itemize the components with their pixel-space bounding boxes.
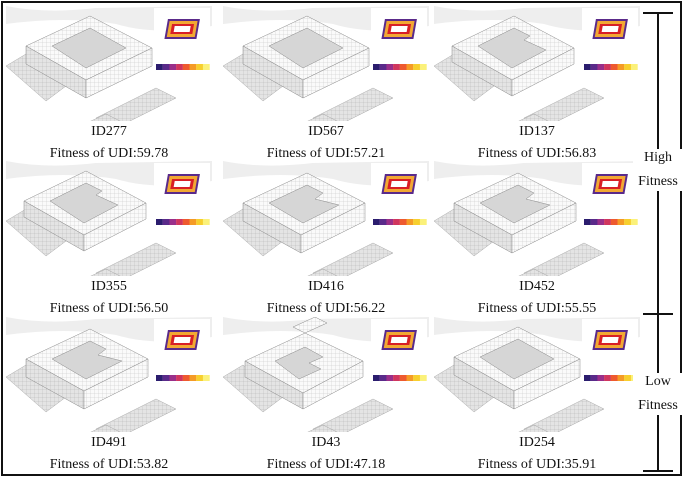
design-id-label: ID416 bbox=[308, 279, 344, 294]
low-fitness-label: Low Fitness bbox=[633, 373, 683, 415]
massing-render bbox=[223, 317, 429, 432]
massing-render bbox=[6, 317, 212, 432]
design-id-label: ID567 bbox=[308, 124, 344, 139]
udi-fitness-label: Fitness of UDI:53.82 bbox=[49, 457, 169, 472]
design-id-label: ID452 bbox=[519, 279, 555, 294]
massing-render bbox=[434, 6, 640, 121]
design-id-label: ID137 bbox=[519, 124, 555, 139]
low-label-line1: Low bbox=[645, 374, 671, 389]
design-id-label: ID355 bbox=[91, 279, 127, 294]
massing-render bbox=[434, 161, 640, 276]
udi-fitness-label: Fitness of UDI:56.50 bbox=[49, 301, 169, 316]
design-id-label: ID43 bbox=[311, 435, 341, 450]
udi-fitness-label: Fitness of UDI:55.55 bbox=[477, 301, 597, 316]
massing-render bbox=[6, 161, 212, 276]
udi-fitness-label: Fitness of UDI:59.78 bbox=[49, 146, 169, 161]
high-label-line2: Fitness bbox=[638, 174, 678, 189]
high-fitness-label: High Fitness bbox=[633, 149, 683, 191]
fitness-scale: High Fitness Low Fitness bbox=[633, 11, 683, 473]
high-label-line1: High bbox=[644, 150, 672, 165]
udi-fitness-label: Fitness of UDI:47.18 bbox=[266, 457, 386, 472]
udi-fitness-label: Fitness of UDI:57.21 bbox=[266, 146, 386, 161]
design-id-label: ID254 bbox=[519, 435, 555, 450]
udi-fitness-label: Fitness of UDI:56.83 bbox=[477, 146, 597, 161]
udi-fitness-label: Fitness of UDI:56.22 bbox=[266, 301, 386, 316]
design-id-label: ID277 bbox=[91, 124, 127, 139]
massing-render bbox=[223, 6, 429, 121]
low-label-line2: Fitness bbox=[638, 398, 678, 413]
massing-render bbox=[434, 317, 640, 432]
massing-render bbox=[223, 161, 429, 276]
massing-render bbox=[6, 6, 212, 121]
udi-fitness-label: Fitness of UDI:35.91 bbox=[477, 457, 597, 472]
design-id-label: ID491 bbox=[91, 435, 127, 450]
